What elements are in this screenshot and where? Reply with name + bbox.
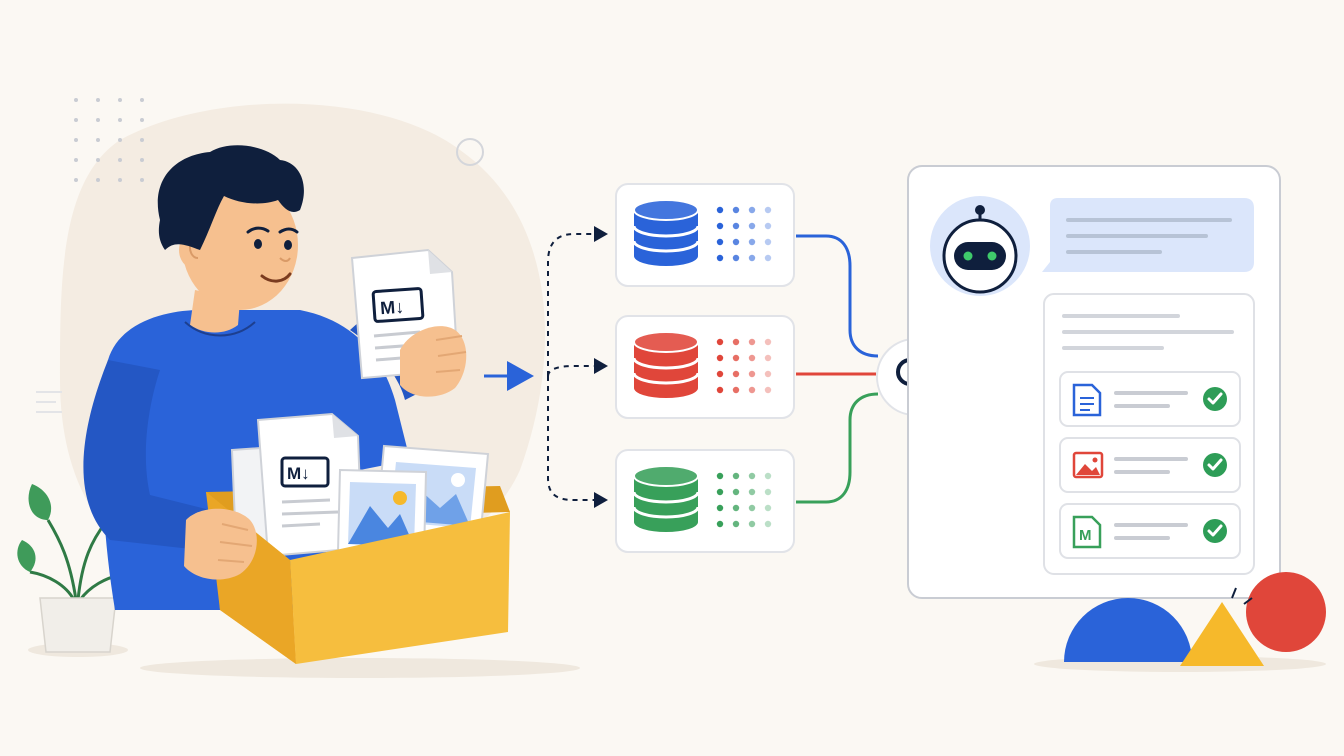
robot-icon [954, 242, 1006, 270]
image-icon [1072, 451, 1104, 479]
markdown-badge: M↓ [379, 297, 404, 319]
document-icon [1072, 383, 1102, 417]
vector-dots [716, 472, 772, 528]
assistant-message-bubble [1042, 198, 1254, 272]
box-markdown-badge: M↓ [287, 464, 310, 483]
database-icon [632, 465, 700, 532]
distribution-branches [547, 226, 608, 508]
answer-card: M [1043, 293, 1255, 575]
database-blue-card [615, 183, 795, 287]
hair [157, 145, 304, 250]
database-red-card [615, 315, 795, 419]
line-decoration [36, 391, 62, 413]
box-hand [184, 508, 257, 580]
check-icon [1203, 387, 1227, 411]
yellow-triangle [1180, 602, 1264, 666]
check-icon [1203, 453, 1227, 477]
red-circle [1246, 572, 1326, 652]
dot-grid-decoration [74, 98, 144, 182]
database-cards [615, 183, 795, 553]
robot-avatar [930, 196, 1030, 296]
blue-half-circle [1064, 598, 1192, 662]
ring-decoration [456, 138, 484, 166]
result-row: M [1059, 503, 1241, 559]
result-row [1059, 371, 1241, 427]
markdown-icon: M [1072, 515, 1102, 549]
result-row [1059, 437, 1241, 493]
vector-dots [716, 338, 772, 394]
check-icon [1203, 519, 1227, 543]
decor-shapes [1034, 572, 1326, 672]
database-icon [632, 199, 700, 266]
chat-panel: M [907, 165, 1281, 599]
hand [400, 326, 467, 397]
database-green-card [615, 449, 795, 553]
markdown-letter: M [1079, 527, 1092, 544]
database-icon [632, 331, 700, 398]
retrieved-results: M [1059, 371, 1241, 559]
search-connectors [796, 234, 879, 504]
vector-dots [716, 206, 772, 262]
